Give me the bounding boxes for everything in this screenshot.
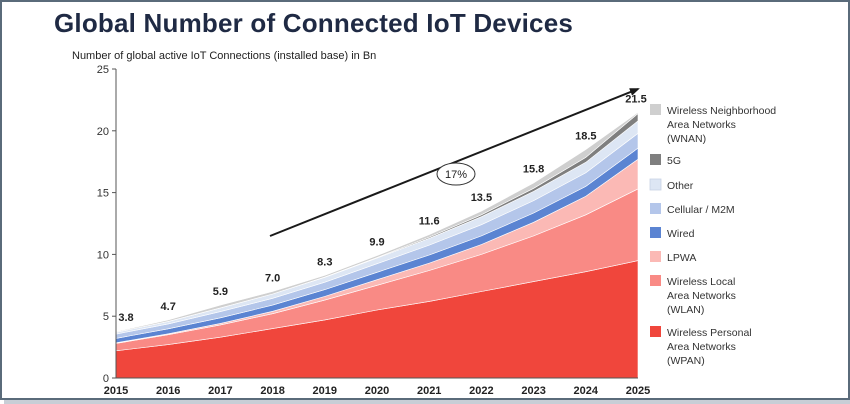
- legend-swatch: [650, 275, 661, 286]
- total-data-label: 4.7: [161, 301, 176, 313]
- y-tick-label: 5: [103, 311, 109, 323]
- total-data-label: 8.3: [317, 256, 332, 268]
- x-tick-label: 2019: [313, 385, 337, 397]
- x-tick-label: 2018: [260, 385, 284, 397]
- total-data-label: 5.9: [213, 286, 228, 298]
- x-tick-label: 2025: [626, 385, 650, 397]
- x-tick-label: 2021: [417, 385, 441, 397]
- x-tick-label: 2023: [521, 385, 545, 397]
- y-tick-label: 0: [103, 373, 109, 385]
- legend-label: Area Networks: [667, 290, 736, 302]
- frame-shadow-bottom: [4, 400, 850, 404]
- legend-label: Other: [667, 180, 694, 192]
- y-axis-label: Number of global active IoT Connections …: [72, 50, 376, 62]
- legend-label: Wireless Local: [667, 276, 735, 288]
- total-data-label: 15.8: [523, 164, 544, 176]
- total-data-label: 3.8: [118, 312, 133, 324]
- legend-swatch: [650, 104, 661, 115]
- legend-label: Wired: [667, 228, 695, 240]
- legend-swatch: [650, 154, 661, 165]
- total-data-label: 7.0: [265, 272, 280, 284]
- total-data-label: 18.5: [575, 130, 596, 142]
- legend-label: 5G: [667, 155, 681, 167]
- legend-label: Cellular / M2M: [667, 204, 735, 216]
- x-tick-label: 2017: [208, 385, 232, 397]
- legend-label: (WNAN): [667, 133, 706, 145]
- legend-label: Area Networks: [667, 119, 736, 131]
- legend-swatch: [650, 251, 661, 262]
- total-data-label: 13.5: [471, 192, 492, 204]
- y-tick-label: 15: [97, 188, 109, 200]
- x-tick-label: 2024: [574, 385, 599, 397]
- x-tick-label: 2022: [469, 385, 493, 397]
- legend-label: Area Networks: [667, 341, 736, 353]
- x-tick-label: 2016: [156, 385, 180, 397]
- legend-label: LPWA: [667, 252, 696, 264]
- legend-label: Wireless Neighborhood: [667, 105, 776, 117]
- legend-swatch: [650, 326, 661, 337]
- legend-label: Wireless Personal: [667, 327, 752, 339]
- y-tick-label: 25: [97, 64, 109, 76]
- total-data-label: 9.9: [369, 237, 384, 249]
- x-tick-label: 2015: [104, 385, 128, 397]
- cagr-label: 17%: [445, 169, 467, 181]
- y-tick-label: 10: [97, 249, 109, 261]
- legend-swatch: [650, 179, 661, 190]
- legend-swatch: [650, 203, 661, 214]
- legend-label: (WLAN): [667, 304, 704, 316]
- y-tick-label: 20: [97, 126, 109, 138]
- total-data-label: 21.5: [625, 93, 646, 105]
- x-tick-label: 2020: [365, 385, 389, 397]
- legend-label: (WPAN): [667, 355, 705, 367]
- legend-swatch: [650, 227, 661, 238]
- total-data-label: 11.6: [419, 216, 440, 228]
